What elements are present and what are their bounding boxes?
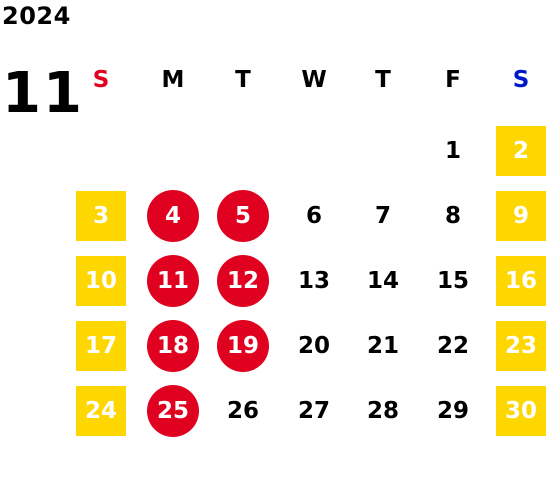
weekday-header-5: F — [445, 67, 461, 93]
day-cell-20[interactable]: 20 — [297, 333, 330, 359]
day-cell-16[interactable]: 16 — [496, 256, 546, 306]
day-cell-12[interactable]: 12 — [217, 255, 269, 307]
day-cell-24[interactable]: 24 — [76, 386, 126, 436]
day-cell-3[interactable]: 3 — [76, 191, 126, 241]
weekday-header-6: S — [512, 67, 530, 93]
day-cell-21[interactable]: 21 — [366, 333, 399, 359]
month-label: 11 — [2, 61, 84, 126]
day-cell-15[interactable]: 15 — [436, 268, 469, 294]
day-cell-11[interactable]: 11 — [147, 255, 199, 307]
weekday-header-3: W — [301, 67, 327, 93]
day-cell-13[interactable]: 13 — [297, 268, 330, 294]
day-cell-23[interactable]: 23 — [496, 321, 546, 371]
day-cell-10[interactable]: 10 — [76, 256, 126, 306]
day-cell-29[interactable]: 29 — [436, 398, 469, 424]
day-cell-26[interactable]: 26 — [226, 398, 259, 424]
day-cell-9[interactable]: 9 — [496, 191, 546, 241]
day-cell-18[interactable]: 18 — [147, 320, 199, 372]
day-cell-8[interactable]: 8 — [444, 203, 461, 229]
day-cell-27[interactable]: 27 — [297, 398, 330, 424]
weekday-header-0: S — [92, 67, 110, 93]
weekday-header-2: T — [235, 67, 251, 93]
day-cell-1[interactable]: 1 — [444, 138, 461, 164]
day-cell-5[interactable]: 5 — [217, 190, 269, 242]
day-cell-22[interactable]: 22 — [436, 333, 469, 359]
day-cell-25[interactable]: 25 — [147, 385, 199, 437]
weekday-header-1: M — [161, 67, 185, 93]
day-cell-2[interactable]: 2 — [496, 126, 546, 176]
day-cell-6[interactable]: 6 — [305, 203, 322, 229]
day-cell-28[interactable]: 28 — [366, 398, 399, 424]
day-cell-14[interactable]: 14 — [366, 268, 399, 294]
year-label: 2024 — [2, 2, 71, 30]
day-cell-17[interactable]: 17 — [76, 321, 126, 371]
day-cell-7[interactable]: 7 — [374, 203, 391, 229]
weekday-header-4: T — [375, 67, 391, 93]
day-cell-19[interactable]: 19 — [217, 320, 269, 372]
day-cell-30[interactable]: 30 — [496, 386, 546, 436]
day-cell-4[interactable]: 4 — [147, 190, 199, 242]
